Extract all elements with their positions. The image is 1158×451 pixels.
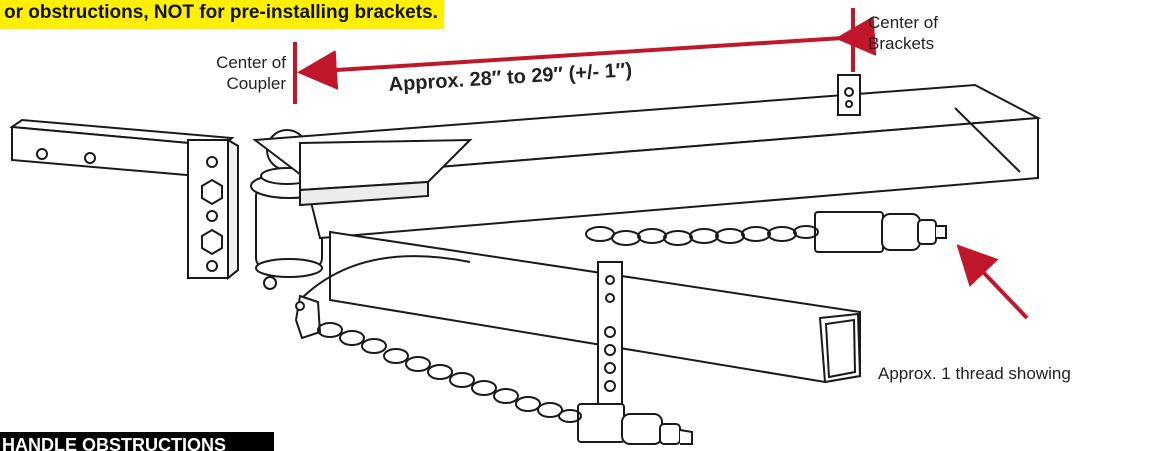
brackets-center-label: Center of Brackets [868,13,938,53]
ball-mount-shank [9,118,235,180]
lower-chain [317,322,582,423]
section-tag: HANDLE OBSTRUCTIONS [0,432,274,451]
rise-plate [187,138,239,281]
thread-label: Approx. 1 thread showing [878,364,1071,383]
coupler-center-label: Center of Coupler [216,53,286,93]
coupler-plate [299,138,473,207]
thread-indicator-arrow [956,244,1029,320]
upper-chain [585,225,819,246]
lower-spring-bar [299,230,862,384]
front-bracket-assembly [294,261,693,445]
measurement-arrow [297,16,877,90]
